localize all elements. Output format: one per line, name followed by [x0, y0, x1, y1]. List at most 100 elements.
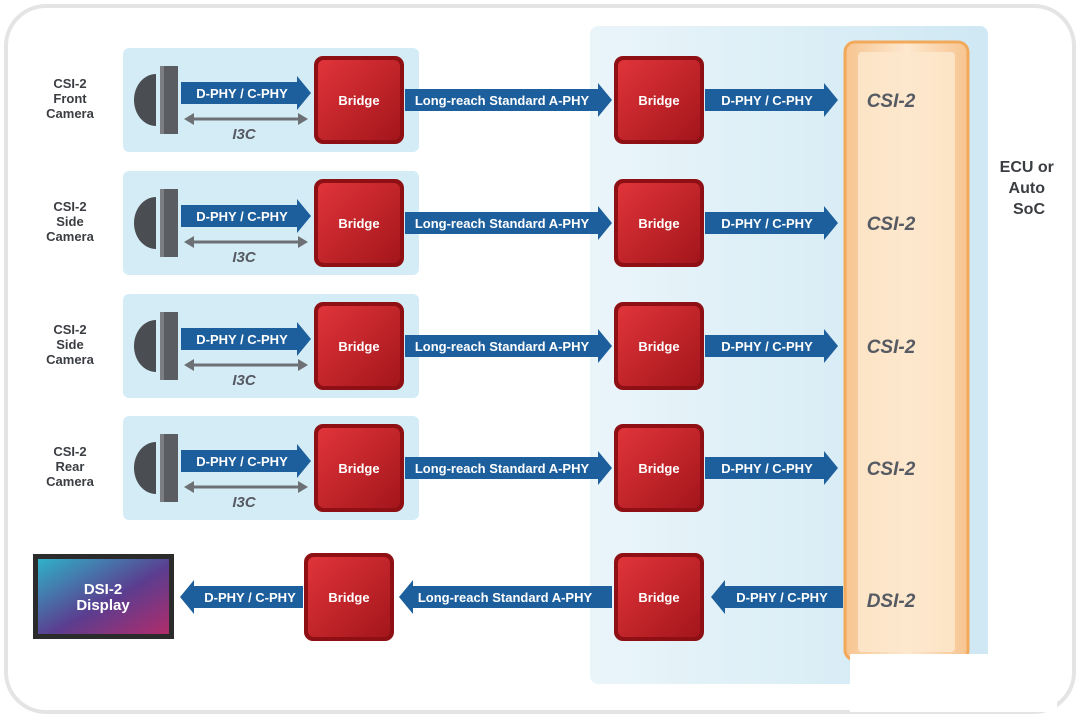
- camera-4-bridge-tx-body: [318, 428, 400, 508]
- camera-2-aphy-arrow: [405, 206, 612, 240]
- display-aphy-arrow: [399, 580, 612, 614]
- camera-3-aphy-label: Long-reach Standard A-PHY: [415, 339, 590, 354]
- camera-3-label-line: Camera: [46, 352, 94, 367]
- camera-4-port-label: CSI-2: [867, 459, 916, 480]
- camera-1-i3c-head-right: [298, 113, 308, 125]
- camera-3-phy2-arrow: [705, 329, 838, 363]
- camera-4-label-line: Rear: [56, 459, 85, 474]
- camera-1-aphy-label: Long-reach Standard A-PHY: [415, 93, 590, 108]
- camera-2-label-line: Camera: [46, 229, 94, 244]
- camera-2-bridge-tx-label: Bridge: [338, 216, 379, 231]
- camera-3-bridge-tx-body: [318, 306, 400, 386]
- camera-1-i3c-label: I3C: [232, 126, 257, 143]
- camera-4-phy2-arrow: [705, 451, 838, 485]
- camera-4-bridge-rx-label: Bridge: [638, 461, 679, 476]
- camera-4-i3c-label: I3C: [232, 494, 257, 511]
- camera-2-phy2-arrow: [705, 206, 838, 240]
- camera-4-bridge-tx-label: Bridge: [338, 461, 379, 476]
- camera-3-label-line: Side: [56, 337, 83, 352]
- panel-notch: [850, 654, 1057, 712]
- camera-3-bridge-tx-label: Bridge: [338, 339, 379, 354]
- camera-2-i3c-head-left: [184, 236, 194, 248]
- camera-4-phy-label: D-PHY / C-PHY: [196, 454, 288, 469]
- camera-2-bridge-rx-body: [618, 183, 700, 263]
- camera-2-phy-arrow: [181, 199, 311, 233]
- camera-2-label-line: CSI-2: [53, 199, 86, 214]
- camera-4-bridge-rx-body: [618, 428, 700, 508]
- camera-4-label-line: Camera: [46, 474, 94, 489]
- camera-4-i3c-head-right: [298, 481, 308, 493]
- camera-4-phy-arrow: [181, 444, 311, 478]
- display-bridge-tx-body: [618, 557, 700, 637]
- display-label-line: DSI-2: [84, 581, 122, 598]
- camera-3-bridge-rx-body: [618, 306, 700, 386]
- camera-4-label-line: CSI-2: [53, 444, 86, 459]
- camera-1-bridge-tx-body: [318, 60, 400, 140]
- camera-4-i3c-head-left: [184, 481, 194, 493]
- camera-1-i3c-head-left: [184, 113, 194, 125]
- ecu-label: ECU or Auto SoC: [1000, 159, 1059, 218]
- camera-4-aphy-arrow: [405, 451, 612, 485]
- display-aphy-label: Long-reach Standard A-PHY: [418, 590, 593, 605]
- camera-3-port-label: CSI-2: [867, 337, 916, 358]
- display-screen: [38, 559, 169, 634]
- camera-2-camera-edge-icon: [160, 189, 164, 257]
- camera-2-camera-body-icon: [160, 189, 178, 257]
- camera-3-phy-label: D-PHY / C-PHY: [196, 332, 288, 347]
- camera-2-aphy-label: Long-reach Standard A-PHY: [415, 216, 590, 231]
- display-phy-label: D-PHY / C-PHY: [204, 590, 296, 605]
- camera-1-phy-arrow: [181, 76, 311, 110]
- camera-4-camera-body-icon: [160, 434, 178, 502]
- display-label-line: Display: [76, 597, 130, 614]
- camera-4-phy2-label: D-PHY / C-PHY: [721, 461, 813, 476]
- camera-3-aphy-arrow: [405, 329, 612, 363]
- camera-2-phy-label: D-PHY / C-PHY: [196, 209, 288, 224]
- camera-2-phy2-label: D-PHY / C-PHY: [721, 216, 813, 231]
- camera-3-i3c-label: I3C: [232, 372, 257, 389]
- camera-2-label-line: Side: [56, 214, 83, 229]
- camera-4-aphy-label: Long-reach Standard A-PHY: [415, 461, 590, 476]
- camera-1-label-line: CSI-2: [53, 76, 86, 91]
- camera-1-bridge-tx-label: Bridge: [338, 93, 379, 108]
- camera-4-camera-edge-icon: [160, 434, 164, 502]
- camera-1-bridge-rx-body: [618, 60, 700, 140]
- camera-2-lens-icon: [134, 197, 156, 249]
- camera-3-lens-icon: [134, 320, 156, 372]
- camera-3-label-line: CSI-2: [53, 322, 86, 337]
- display-bridge-tx-label: Bridge: [638, 590, 679, 605]
- camera-3-i3c-head-right: [298, 359, 308, 371]
- display-phy2-arrow: [711, 580, 843, 614]
- camera-3-phy-arrow: [181, 322, 311, 356]
- camera-2-i3c-label: I3C: [232, 249, 257, 266]
- display-bridge-rx-label: Bridge: [328, 590, 369, 605]
- camera-1-camera-edge-icon: [160, 66, 164, 134]
- display-bridge-rx-body: [308, 557, 390, 637]
- camera-1-phy2-arrow: [705, 83, 838, 117]
- camera-1-bridge-rx-label: Bridge: [638, 93, 679, 108]
- camera-1-phy2-label: D-PHY / C-PHY: [721, 93, 813, 108]
- camera-1-aphy-arrow: [405, 83, 612, 117]
- display-phy-arrow: [180, 580, 303, 614]
- camera-2-bridge-tx-body: [318, 183, 400, 263]
- camera-3-camera-body-icon: [160, 312, 178, 380]
- camera-4-lens-icon: [134, 442, 156, 494]
- camera-3-bridge-rx-label: Bridge: [638, 339, 679, 354]
- camera-3-i3c-head-left: [184, 359, 194, 371]
- camera-1-label-line: Front: [53, 91, 87, 106]
- display-phy2-label: D-PHY / C-PHY: [736, 590, 828, 605]
- camera-1-camera-body-icon: [160, 66, 178, 134]
- camera-2-i3c-head-right: [298, 236, 308, 248]
- camera-3-phy2-label: D-PHY / C-PHY: [721, 339, 813, 354]
- camera-1-phy-label: D-PHY / C-PHY: [196, 86, 288, 101]
- soc-column-inner: [858, 52, 955, 652]
- camera-1-lens-icon: [134, 74, 156, 126]
- display-port-label: DSI-2: [867, 591, 916, 612]
- camera-3-camera-edge-icon: [160, 312, 164, 380]
